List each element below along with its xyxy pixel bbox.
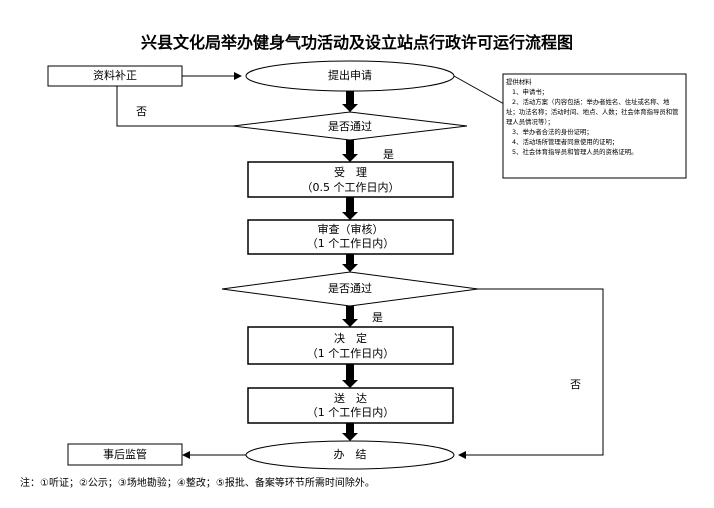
edge-apply-to-check1 — [346, 91, 354, 106]
edge-review-to-check2 — [346, 254, 354, 265]
edge-decide-to-deliver — [346, 364, 354, 381]
materials-box — [502, 73, 687, 179]
deliver-title: 送 达 — [334, 392, 367, 405]
decide-duration: （1 个工作日内） — [306, 347, 395, 360]
materials-list: 提供材料 1、申请书； 2、活动方案（内容包括：举办者姓名、住址或名称、地址；功… — [506, 77, 682, 177]
check2-label: 是否通过 — [328, 282, 372, 295]
supplement-label: 资料补正 — [93, 69, 137, 82]
edge-deliver-to-finish — [346, 423, 354, 434]
review-duration: （1 个工作日内） — [306, 237, 395, 250]
diagram-title: 兴县文化局举办健身气功活动及设立站点行政许可运行流程图 — [140, 33, 573, 52]
deliver-box — [247, 387, 454, 424]
apply-label: 提出申请 — [328, 69, 372, 82]
edge-label-no-1: 否 — [136, 105, 147, 118]
materials-item: 2、活动方案（内容包括：举办者姓名、住址或名称、地址；功法名称；活动时间、地点、… — [506, 98, 679, 126]
supervise-label: 事后监管 — [103, 448, 147, 461]
check1-diamond — [232, 111, 468, 141]
supervise-box — [67, 443, 183, 466]
check1-label: 是否通过 — [328, 120, 372, 133]
materials-item: 4、活动场所管理者同意使用的证明； — [512, 138, 619, 146]
edge-check1-no-to-supplement — [116, 86, 233, 127]
review-box — [247, 219, 454, 255]
accept-title: 受 理 — [334, 166, 367, 179]
edge-label-yes-2: 是 — [372, 311, 383, 324]
decide-title: 决 定 — [334, 332, 367, 345]
finish-label: 办 结 — [333, 448, 367, 461]
edge-label-yes-1: 是 — [383, 148, 394, 161]
edge-label-no-2: 否 — [570, 378, 581, 391]
edge-check1-to-accept — [346, 140, 354, 155]
deliver-duration: （1 个工作日内） — [306, 406, 395, 419]
review-title: 审查（审核） — [317, 223, 384, 236]
materials-callout-line — [453, 75, 505, 105]
materials-item: 3、举办者合法的身份证明； — [512, 128, 593, 136]
edge-check2-to-decide — [346, 306, 354, 320]
materials-item: 5、社会体育指导员和管理人员的资格证明。 — [512, 148, 638, 156]
accept-duration: （0.5 个工作日内） — [301, 181, 400, 194]
materials-item: 1、申请书； — [512, 88, 549, 96]
materials-heading: 提供材料 — [506, 78, 532, 86]
footnote: 注：①听证；②公示；③场地勘验；④整改；⑤报批、备案等环节所需时间除外。 — [20, 478, 375, 489]
edge-accept-to-review — [346, 197, 354, 213]
edge-check2-no-to-finish — [458, 288, 604, 459]
